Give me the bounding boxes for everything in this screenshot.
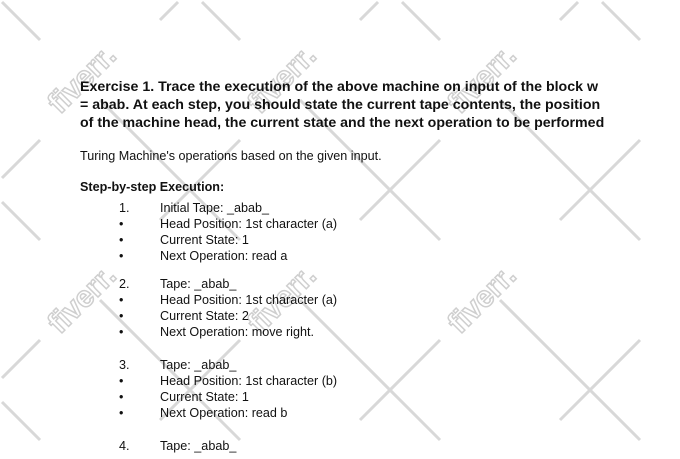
step-tape: Tape: _abab_: [160, 277, 237, 291]
step-detail: Next Operation: read b: [160, 406, 288, 420]
bullet-icon: •: [119, 309, 124, 323]
watermark-line: [400, 0, 442, 42]
step-detail: Current State: 2: [160, 309, 249, 323]
subheading: Step-by-step Execution:: [80, 180, 225, 194]
bullet-icon: •: [119, 249, 124, 263]
watermark-line: [0, 400, 42, 442]
watermark-logo: fiverr.: [442, 259, 523, 340]
step-detail: Current State: 1: [160, 390, 249, 404]
watermark-line: [0, 338, 42, 380]
step-detail: Next Operation: move right.: [160, 325, 314, 339]
step-detail: Head Position: 1st character (a): [160, 217, 338, 231]
watermark-line: [358, 0, 380, 22]
step-number: 3.: [119, 358, 130, 372]
watermark-line: [0, 0, 42, 42]
bullet-icon: •: [119, 233, 124, 247]
step-tape: Tape: _abab_: [160, 439, 237, 453]
step-number: 2.: [119, 277, 130, 291]
bullet-icon: •: [119, 374, 124, 388]
watermark-line: [298, 298, 442, 442]
step-tape: Tape: _abab_: [160, 358, 237, 372]
step-tape: Initial Tape: _abab_: [160, 201, 270, 215]
step-number: 4.: [119, 439, 130, 453]
watermark-line: [558, 338, 642, 422]
step-detail: Head Position: 1st character (b): [160, 374, 338, 388]
watermark-line: [0, 200, 42, 242]
watermark-line: [558, 0, 580, 22]
bullet-icon: •: [119, 217, 124, 231]
intro-text: Turing Machine's operations based on the…: [80, 149, 382, 163]
step-detail: Next Operation: read a: [160, 249, 288, 263]
bullet-icon: •: [119, 390, 124, 404]
watermark-logo: fiverr.: [42, 259, 123, 340]
bullet-icon: •: [119, 293, 124, 307]
watermark-line: [558, 138, 642, 222]
step-detail: Head Position: 1st character (a): [160, 293, 338, 307]
bullet-icon: •: [119, 325, 124, 339]
exercise-title: Exercise 1. Trace the execution of the a…: [80, 79, 605, 131]
watermark-line: [200, 0, 242, 42]
watermark-line: [0, 138, 42, 180]
watermark-line: [600, 0, 642, 42]
watermark-line: [498, 298, 642, 442]
watermark-line: [158, 0, 180, 22]
bullet-icon: •: [119, 406, 124, 420]
step-number: 1.: [119, 201, 130, 215]
watermark-line: [358, 338, 442, 422]
step-detail: Current State: 1: [160, 233, 249, 247]
